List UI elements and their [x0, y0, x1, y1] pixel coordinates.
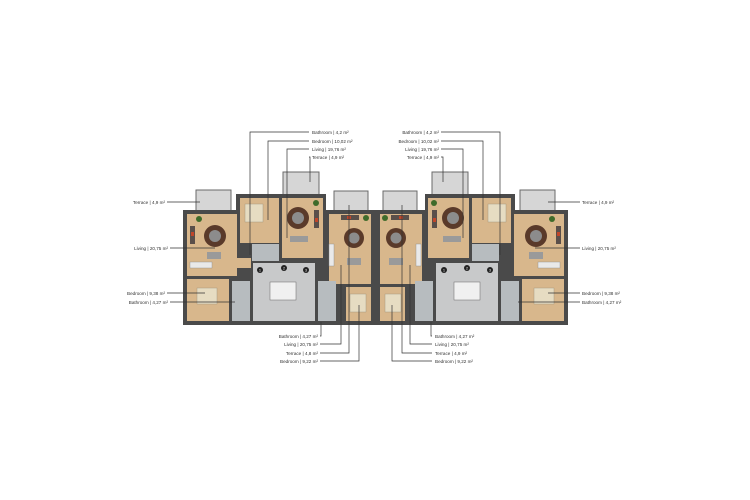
- bathroom: [472, 244, 499, 261]
- stair-number: 1: [443, 268, 445, 272]
- label-living: Living | 20,75 m²: [134, 246, 168, 251]
- stair-number: 1: [259, 268, 261, 272]
- label-bathroom: Bathroom | 4,2 m²: [312, 130, 349, 135]
- terrace: [333, 190, 369, 213]
- bed: [533, 287, 555, 305]
- label-bathroom: Bathroom | 4,27 m²: [435, 334, 475, 339]
- building: 1 2 3 1 2 3: [183, 171, 568, 325]
- label-terrace: Terrace | 4,9 m²: [133, 200, 166, 205]
- label-living: Living | 19,76 m²: [312, 147, 346, 152]
- bathroom: [415, 281, 433, 321]
- stair-number: 3: [305, 268, 307, 272]
- label-living: Living | 20,75 m²: [435, 342, 469, 347]
- label-living: Living | 20,75 m²: [284, 342, 318, 347]
- kitchen-counter: [328, 243, 335, 267]
- label-bedroom: Bedroom | 9,38 m²: [582, 291, 620, 296]
- terrace: [519, 189, 556, 212]
- label-bedroom: Bedroom | 9,22 m²: [280, 359, 318, 364]
- bed: [196, 287, 218, 305]
- stair-number: 3: [489, 268, 491, 272]
- dining-table: [347, 258, 361, 265]
- bed: [349, 293, 367, 313]
- stair-markers: 1 2 3 1 2 3: [257, 265, 493, 273]
- dining-table: [443, 236, 461, 242]
- label-bathroom: Bathroom | 4,2 m²: [402, 130, 439, 135]
- dining-table: [529, 252, 543, 259]
- bathroom: [232, 281, 250, 321]
- stair-number: 2: [466, 266, 468, 270]
- label-terrace: Terrace | 4,9 m²: [312, 155, 345, 160]
- living-room: [380, 214, 422, 284]
- bathroom: [501, 281, 519, 321]
- living-room: [329, 214, 371, 284]
- label-bedroom: Bedroom | 9,38 m²: [127, 291, 165, 296]
- bed: [487, 203, 507, 223]
- kitchen-counter: [537, 261, 561, 269]
- label-bathroom: Bathroom | 4,27 m²: [129, 300, 169, 305]
- terrace: [382, 190, 418, 213]
- dining-table: [389, 258, 403, 265]
- terrace: [282, 171, 320, 197]
- kitchen-counter: [189, 261, 213, 269]
- label-living: Living | 19,76 m²: [405, 147, 439, 152]
- leader-lines: [167, 131, 580, 362]
- label-living: Living | 20,75 m²: [582, 246, 616, 251]
- terrace: [195, 189, 232, 212]
- label-bedroom: Bedroom | 10,02 m²: [398, 139, 439, 144]
- label-terrace: Terrace | 4,9 m²: [582, 200, 615, 205]
- label-terrace: Terrace | 4,8 m²: [286, 351, 319, 356]
- dining-table: [290, 236, 308, 242]
- label-bathroom: Bathroom | 4,27 m²: [582, 300, 622, 305]
- room-labels: Bathroom | 4,2 m² Bedroom | 10,02 m² Liv…: [127, 130, 622, 364]
- stair-number: 2: [283, 266, 285, 270]
- bed: [384, 293, 402, 313]
- bathroom: [318, 281, 336, 321]
- label-terrace: Terrace | 4,9 m²: [435, 351, 468, 356]
- elevator: [453, 281, 481, 301]
- kitchen-counter: [415, 243, 422, 267]
- label-bathroom: Bathroom | 4,27 m²: [279, 334, 319, 339]
- bed: [244, 203, 264, 223]
- label-bedroom: Bedroom | 10,02 m²: [312, 139, 353, 144]
- bathroom: [252, 244, 279, 261]
- elevator: [269, 281, 297, 301]
- hall: [237, 258, 251, 268]
- label-bedroom: Bedroom | 9,22 m²: [435, 359, 473, 364]
- dining-table: [207, 252, 221, 259]
- label-terrace: Terrace | 4,9 m²: [407, 155, 440, 160]
- terrace: [431, 171, 469, 197]
